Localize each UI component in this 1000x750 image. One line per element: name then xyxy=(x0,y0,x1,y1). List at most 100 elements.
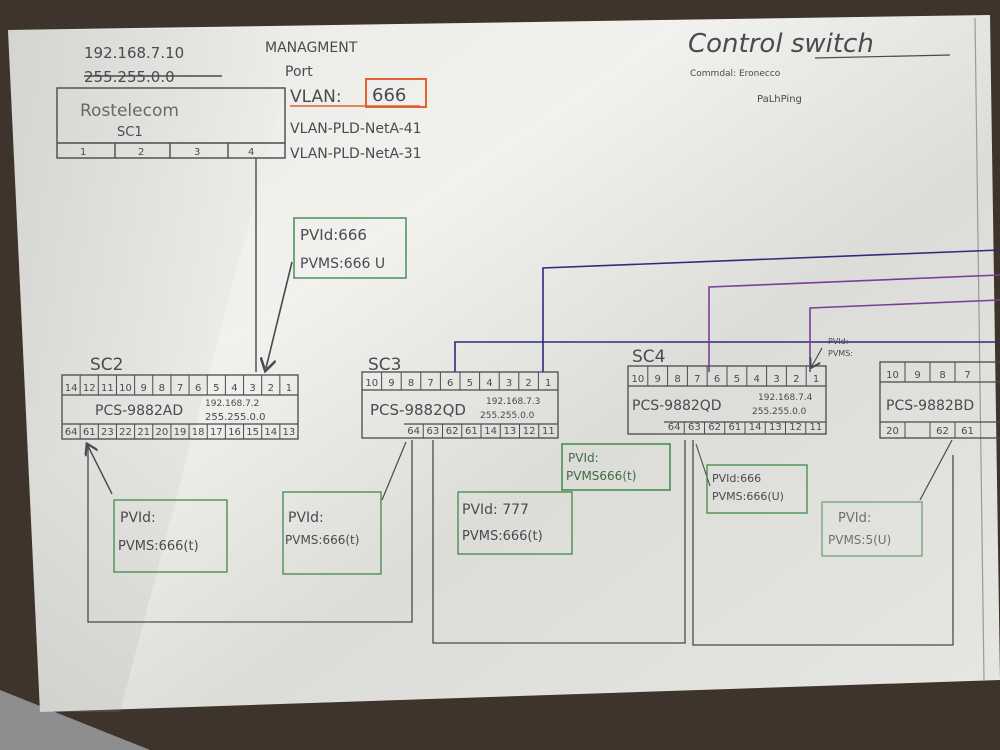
control-command: Commdal: Eronecco xyxy=(690,69,781,79)
sc5-pvid: PVId: xyxy=(838,511,871,526)
sc2-bottom-port-15: 15 xyxy=(246,427,259,438)
sc5-loop-start xyxy=(919,439,953,501)
sc4-bottom-port-62: 62 xyxy=(708,422,721,433)
mgmt-vlan-value: 666 xyxy=(372,85,406,106)
sc2-switch xyxy=(61,374,299,440)
sc2-right-pvms: PVMS:666(t) xyxy=(285,533,359,547)
sc4-top-port-4: 4 xyxy=(754,374,760,385)
sc3-green-pvms: PVMS666(t) xyxy=(566,469,636,483)
vlan-highlight-box xyxy=(365,78,427,108)
sc2-pvid-box-right xyxy=(282,491,382,575)
cable-navy-sc3-b xyxy=(542,249,1000,372)
sc4-loop-cable xyxy=(692,440,954,646)
sc3-loop-cable xyxy=(432,440,686,644)
sc2-top-port-6: 6 xyxy=(195,383,201,394)
sc2-top-port-3: 3 xyxy=(249,383,255,394)
sc3-bottom-port-12: 12 xyxy=(523,426,536,437)
sc2-top-port-11: 11 xyxy=(101,383,114,394)
cable-navy-sc3-a xyxy=(454,341,1000,372)
sc4-note-pvms: PVMS: xyxy=(828,349,853,358)
sc3-bottom-port-14: 14 xyxy=(484,426,497,437)
sc2-bottom-port-18: 18 xyxy=(192,427,205,438)
sc1-box xyxy=(56,87,286,159)
sc3-top-port-2: 2 xyxy=(525,378,531,389)
sc4-bottom-port-12: 12 xyxy=(789,422,802,433)
sc2-top-port-8: 8 xyxy=(159,383,165,394)
sc3-ip: 192.168.7.3 xyxy=(486,397,540,407)
cable-purple-sc4-b xyxy=(809,299,1000,372)
sc5-model: PCS-9882BD xyxy=(886,398,974,414)
sc4-bottom-port-11: 11 xyxy=(810,422,823,433)
mgmt-vlan-prefix: VLAN: xyxy=(290,87,342,107)
sc2-bottom-port-64: 64 xyxy=(65,427,78,438)
sc4-loop-pointer xyxy=(695,443,711,487)
sc2-left-pvms: PVMS:666(t) xyxy=(118,539,199,554)
sc4-pvid-box xyxy=(706,464,808,514)
sc4-bottom-port-14: 14 xyxy=(749,422,762,433)
control-note: PaLhPing xyxy=(757,94,802,105)
sc1-port-1: 1 xyxy=(80,147,86,158)
sc3-bottom-port-63: 63 xyxy=(427,426,440,437)
sc3-bottom-port-13: 13 xyxy=(504,426,517,437)
sc4-mask: 255.255.0.0 xyxy=(752,407,807,417)
sc5-pvms: PVMS:5(U) xyxy=(828,533,891,547)
sc2-left-pvid: PVId: xyxy=(120,510,156,526)
sc4-top-port-9: 9 xyxy=(655,374,661,385)
sc2-bottom-port-17: 17 xyxy=(210,427,223,438)
sc3-model: PCS-9882QD xyxy=(370,401,466,419)
sc3-top-port-8: 8 xyxy=(408,378,414,389)
sc3-top-port-10: 10 xyxy=(365,378,378,389)
sc1-name: Rostelecom xyxy=(80,101,179,121)
sc2-top-port-14: 14 xyxy=(65,383,78,394)
sc2-bottom-port-16: 16 xyxy=(228,427,241,438)
sc2-right-pvid: PVId: xyxy=(288,510,324,526)
sc2-label: SC2 xyxy=(90,355,123,375)
sc4-pvms: PVMS:666(U) xyxy=(712,490,784,503)
sc4-top-port-2: 2 xyxy=(793,374,799,385)
sc2-bottom-port-13: 13 xyxy=(283,427,296,438)
sc2-bottom-port-14: 14 xyxy=(264,427,277,438)
sc2-bottom-port-23: 23 xyxy=(101,427,114,438)
sc4-top-port-6: 6 xyxy=(714,374,720,385)
sc2-top-port-9: 9 xyxy=(141,383,147,394)
sc3-top-port-9: 9 xyxy=(388,378,394,389)
sc1-port-2: 2 xyxy=(138,147,144,158)
sc3-bottom-port-62: 62 xyxy=(446,426,459,437)
sc5-top-port-10: 10 xyxy=(886,370,899,381)
sc5-switch xyxy=(879,361,1000,439)
sc4-note-pvid: PVId: xyxy=(828,337,848,346)
sc5-top-port-8: 8 xyxy=(939,370,945,381)
sc1-label: SC1 xyxy=(117,125,143,140)
sc1-port-3: 3 xyxy=(194,147,200,158)
sc4-ip: 192.168.7.4 xyxy=(758,393,813,403)
sc2-bottom-port-21: 21 xyxy=(137,427,150,438)
sc3-top-port-6: 6 xyxy=(447,378,453,389)
vlan-net-a-41: VLAN-PLD-NetA-41 xyxy=(290,121,422,137)
sc2-bottom-port-22: 22 xyxy=(119,427,132,438)
sc3-top-port-5: 5 xyxy=(467,378,473,389)
control-title-underline xyxy=(814,54,951,59)
sc5-top-port-7: 7 xyxy=(964,370,970,381)
page-fold xyxy=(974,17,985,681)
sc4-top-port-7: 7 xyxy=(694,374,700,385)
sc3-bottom-port-61: 61 xyxy=(465,426,478,437)
sc3-mask: 255.255.0.0 xyxy=(480,411,535,421)
sc2-ip: 192.168.7.2 xyxy=(205,399,259,409)
sc3-bottom-port-64: 64 xyxy=(407,426,420,437)
sc3-pvms: PVMS:666(t) xyxy=(462,529,543,544)
uplink-pvid: PVId:666 xyxy=(300,226,367,244)
sc4-pvid: PVId:666 xyxy=(712,472,761,485)
sc2-top-port-4: 4 xyxy=(231,383,237,394)
vlan-net-a-31: VLAN-PLD-NetA-31 xyxy=(290,146,422,162)
sc4-bottom-port-64: 64 xyxy=(668,422,681,433)
sc2-top-port-2: 2 xyxy=(268,383,274,394)
sc4-top-port-1: 1 xyxy=(813,374,819,385)
sc5-bottom-port-20: 20 xyxy=(886,426,899,437)
